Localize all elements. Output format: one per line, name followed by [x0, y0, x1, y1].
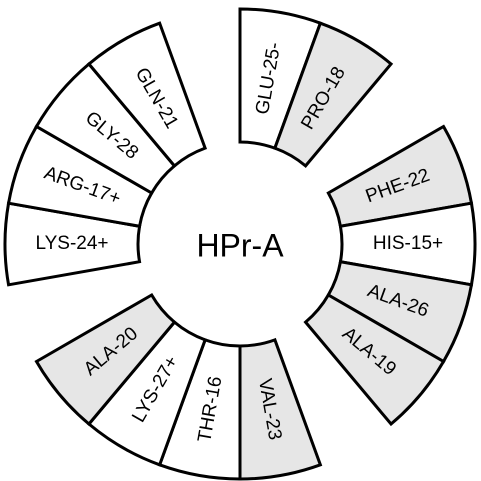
- residue-wedge: [86, 21, 208, 168]
- residue-wedge: [272, 21, 394, 168]
- residue-wedge: [303, 292, 446, 427]
- residue-wedge: [34, 292, 177, 427]
- residue-label: HIS-15+: [373, 233, 443, 254]
- residue-wedges: GLU-25-PRO-18PHE-22HIS-15+ALA-26ALA-19VA…: [3, 7, 477, 481]
- residue-label: LYS-24+: [35, 233, 108, 254]
- wheel-title: HPr-A: [196, 227, 284, 263]
